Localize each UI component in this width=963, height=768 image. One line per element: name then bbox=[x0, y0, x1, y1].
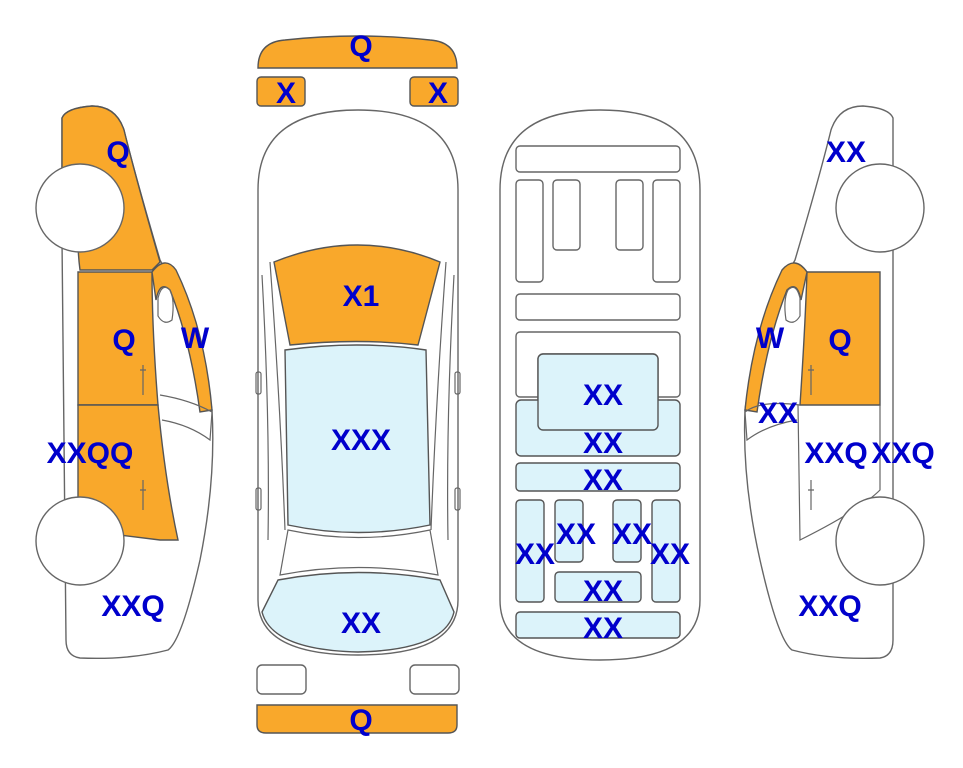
label-left-front-fender: Q bbox=[106, 136, 129, 169]
label-floor-mid-2: XX bbox=[583, 464, 623, 497]
label-floor-seat-left: XX bbox=[515, 538, 555, 571]
label-right-rear-door: XXQ bbox=[804, 437, 867, 470]
floor-seat-left-part[interactable] bbox=[515, 499, 545, 603]
label-right-a-pillar: W bbox=[756, 322, 785, 355]
left-front-wheel bbox=[35, 163, 125, 253]
label-headlight-left: X bbox=[276, 77, 296, 110]
label-left-a-pillar: W bbox=[181, 322, 210, 355]
floor-seat-center-right-part[interactable] bbox=[612, 499, 642, 563]
label-floor-rear-2: XX bbox=[583, 612, 623, 645]
label-hood: X1 bbox=[343, 280, 380, 313]
left-rear-wheel bbox=[35, 496, 125, 586]
label-trunk-lid: XX bbox=[341, 607, 381, 640]
trunk-lid-part[interactable] bbox=[261, 571, 455, 653]
damage-labels: Q X X X1 XXX XX Q Q Q W XXQQ XXQ XX XX X… bbox=[47, 30, 935, 737]
label-right-rear-quarter: XXQ bbox=[798, 590, 861, 623]
label-roof: XXX bbox=[331, 424, 391, 457]
right-front-wheel bbox=[835, 163, 925, 253]
floor-rear-2-part[interactable] bbox=[515, 611, 681, 639]
right-front-door-part[interactable] bbox=[799, 271, 881, 406]
right-rear-wheel bbox=[835, 496, 925, 586]
label-right-front-door: Q bbox=[828, 324, 851, 357]
label-headlight-right: X bbox=[428, 77, 448, 110]
label-right-rocker: XX bbox=[758, 397, 798, 430]
hood-part[interactable] bbox=[273, 244, 441, 346]
label-floor-seat-right: XX bbox=[650, 538, 690, 571]
label-floor-seat-center-left: XX bbox=[556, 518, 596, 551]
label-right-front-fender: XX bbox=[826, 136, 866, 169]
label-floor-rear-1: XX bbox=[583, 575, 623, 608]
label-front-bumper: Q bbox=[349, 30, 372, 63]
left-side-view bbox=[35, 105, 214, 660]
label-floor-mid-1: XX bbox=[583, 427, 623, 460]
headlight-left-part[interactable] bbox=[256, 76, 306, 107]
rear-bumper-part[interactable] bbox=[256, 704, 458, 734]
floor-seat-right-part[interactable] bbox=[651, 499, 681, 603]
label-left-front-door: Q bbox=[112, 324, 135, 357]
label-rear-bumper: Q bbox=[349, 704, 372, 737]
floor-mid-2-part[interactable] bbox=[515, 462, 681, 492]
floor-seat-center-left-part[interactable] bbox=[554, 499, 584, 563]
front-bumper-part[interactable] bbox=[257, 35, 458, 69]
floor-view bbox=[499, 109, 701, 661]
headlight-right-part[interactable] bbox=[409, 76, 459, 107]
label-left-rear-door: XXQQ bbox=[47, 437, 134, 470]
label-floor-front-center: XX bbox=[583, 379, 623, 412]
floor-front-center-overlay bbox=[537, 353, 659, 431]
top-view-car bbox=[255, 35, 461, 734]
label-right-rear-door-edge: XXQ bbox=[871, 437, 934, 470]
floor-rear-1-part[interactable] bbox=[554, 571, 642, 603]
label-floor-seat-center-right: XX bbox=[612, 518, 652, 551]
right-side-view bbox=[743, 105, 925, 660]
label-left-rear-quarter: XXQ bbox=[101, 590, 164, 623]
roof-part[interactable] bbox=[284, 344, 431, 534]
